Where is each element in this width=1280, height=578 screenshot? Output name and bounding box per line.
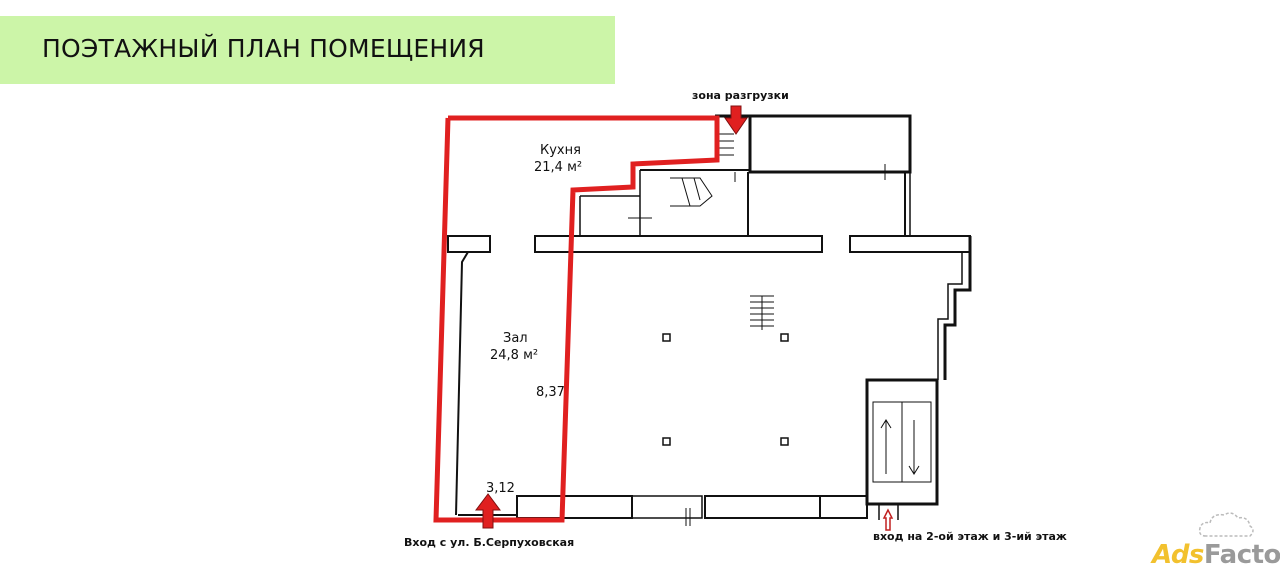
upper-floor-arrow-icon [882, 508, 894, 531]
hall-name: Зал [503, 331, 528, 346]
columns [662, 333, 789, 446]
premises-outline [433, 115, 720, 523]
page-title: ПОЭТАЖНЫЙ ПЛАН ПОМЕЩЕНИЯ [42, 34, 485, 63]
stair-symbols [628, 133, 920, 526]
title-banner: ПОЭТАЖНЫЙ ПЛАН ПОМЕЩЕНИЯ [0, 16, 615, 84]
upper-floor-entrance-label: вход на 2-ой этаж и 3-ий этаж [873, 530, 1067, 543]
main-entrance-arrow-icon [475, 493, 501, 529]
main-entrance-label: Вход с ул. Б.Серпуховская [404, 536, 575, 549]
unloading-arrow-icon [724, 105, 748, 135]
length-dimension: 8,37 [536, 385, 565, 400]
kitchen-name: Кухня [540, 143, 581, 158]
outer-walls [447, 114, 972, 520]
width-dimension: 3,12 [486, 481, 515, 496]
unloading-zone-label: зона разгрузки [692, 89, 789, 102]
watermark-part2: Factory [1203, 540, 1280, 570]
watermark-cloud-icon [1198, 512, 1254, 537]
hall-area: 24,8 м² [490, 348, 539, 363]
watermark-part1: Ads [1152, 540, 1204, 570]
kitchen-area: 21,4 м² [534, 160, 583, 175]
watermark: AdsFactory [1152, 540, 1280, 570]
